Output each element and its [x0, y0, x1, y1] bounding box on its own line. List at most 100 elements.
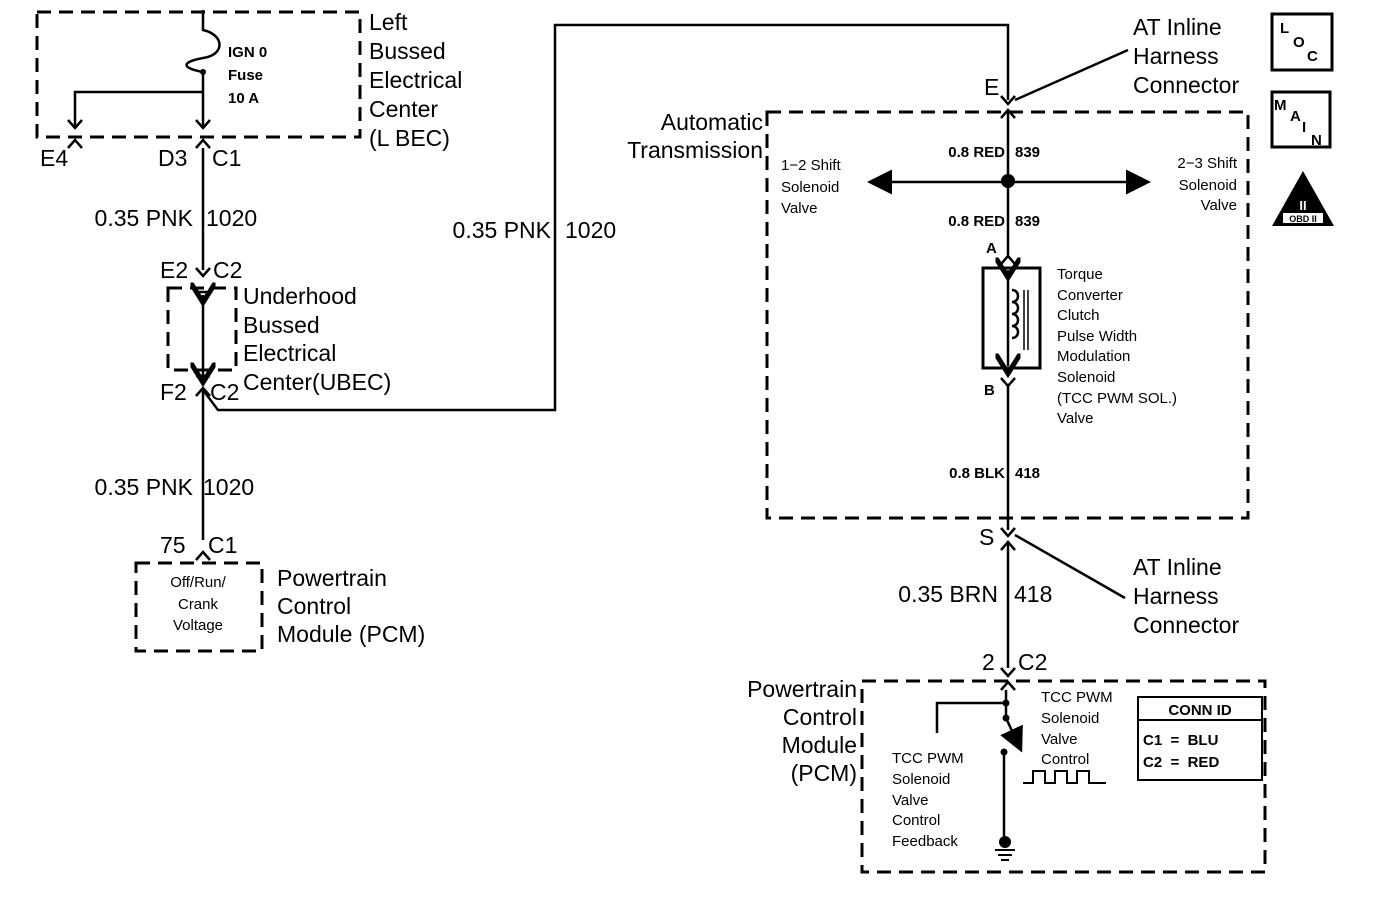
- conn-c1: C1: [212, 145, 241, 171]
- driver-switch: [935, 690, 1106, 861]
- control-label: Control: [1041, 751, 1089, 768]
- conn-id-row: C1 = BLU: [1143, 732, 1218, 749]
- conn-c2: C2: [1018, 649, 1047, 675]
- wire-gauge: 0.35 PNK: [453, 217, 552, 243]
- transmission-name: Transmission: [627, 137, 763, 163]
- wire-gauge: 0.8 BLK: [949, 465, 1005, 482]
- feedback-label: TCC PWM: [892, 750, 964, 767]
- feedback-label: Feedback: [892, 833, 958, 850]
- pcm-name: (PCM): [791, 760, 857, 786]
- wire-gauge: 0.35 BRN: [898, 581, 998, 607]
- left-bussed-electrical-center: IGN 0 Fuse 10 A Left Bussed Electrical C…: [35, 9, 462, 171]
- wire-gauge: 0.8 RED: [948, 144, 1005, 161]
- pcm-name: Powertrain: [747, 676, 857, 702]
- wire-circuit: 839: [1015, 144, 1040, 161]
- conn-c2: C2: [213, 257, 242, 283]
- wire-gauge: 0.8 RED: [948, 213, 1005, 230]
- pin-s: S: [979, 524, 994, 550]
- main-icon[interactable]: M A I N: [1270, 90, 1332, 149]
- tcc-solenoid-label: (TCC PWM SOL.): [1057, 390, 1177, 407]
- fuse-rating: 10 A: [228, 90, 259, 107]
- shift-solenoid-12-label: Valve: [781, 200, 817, 217]
- shift-solenoid-12-label: Solenoid: [781, 179, 839, 196]
- pin-e: E: [984, 74, 999, 100]
- pin-a: A: [986, 240, 997, 257]
- connector-name: Harness: [1133, 583, 1219, 609]
- fuse-label: IGN 0: [228, 44, 267, 61]
- ubec-name: Center(UBEC): [243, 369, 391, 395]
- tcc-pwm-solenoid-symbol: [981, 268, 1042, 368]
- loc-letter: O: [1293, 34, 1305, 51]
- pin-75: 75: [160, 532, 186, 558]
- automatic-transmission: Automatic Transmission 0.8 RED 839 0.8 R…: [627, 109, 1250, 530]
- loc-letter: L: [1280, 20, 1289, 37]
- conn-c1: C1: [208, 532, 237, 558]
- at-inline-connector-top: E AT Inline Harness Connector: [984, 14, 1239, 119]
- wire-circuit: 1020: [565, 217, 616, 243]
- pin-e2: E2: [160, 257, 188, 283]
- conn-id-row: C2 = RED: [1143, 754, 1219, 771]
- ubec-name: Bussed: [243, 312, 320, 338]
- pcm-name: Powertrain: [277, 565, 387, 591]
- pin-d3: D3: [158, 145, 187, 171]
- obd-ii-icon[interactable]: II OBD II: [1272, 171, 1334, 226]
- wire-gauge: 0.35 PNK: [95, 205, 194, 231]
- main-letter: I: [1302, 119, 1306, 136]
- pcm-input-label: Off/Run/: [170, 574, 226, 591]
- obd-numeral: II: [1299, 198, 1306, 213]
- obd-label: OBD II: [1289, 214, 1317, 224]
- wire-circuit: 1020: [206, 205, 257, 231]
- lbec-name: Bussed: [369, 38, 446, 64]
- tcc-solenoid-label: Valve: [1057, 410, 1093, 427]
- shift-solenoid-23-label: Solenoid: [1179, 177, 1237, 194]
- loc-icon[interactable]: L O C: [1270, 12, 1334, 72]
- pcm-name: Module: [782, 732, 857, 758]
- wire-circuit: 418: [1015, 465, 1040, 482]
- shift-solenoid-12-label: 1−2 Shift: [781, 157, 841, 174]
- pcm-name: Control: [277, 593, 351, 619]
- connector-name: AT Inline: [1133, 554, 1222, 580]
- tcc-solenoid-label: Solenoid: [1057, 369, 1115, 386]
- underhood-bussed-electrical-center: E2 C2 F2 C2 Underhood Bussed Electrical …: [160, 257, 391, 405]
- pcm-input-label: Crank: [178, 596, 219, 613]
- fuse-symbol: [185, 10, 221, 127]
- tcc-solenoid-label: Modulation: [1057, 348, 1130, 365]
- feedback-label: Solenoid: [892, 771, 950, 788]
- shift-solenoid-23-label: Valve: [1201, 197, 1237, 214]
- control-label: Valve: [1041, 731, 1077, 748]
- fuse-label: Fuse: [228, 67, 263, 84]
- pcm-ignition-input: 75 C1 Off/Run/ Crank Voltage Powertrain …: [134, 532, 425, 653]
- lbec-name: Electrical: [369, 67, 462, 93]
- control-label: Solenoid: [1041, 710, 1099, 727]
- main-letter: N: [1311, 132, 1322, 149]
- conn-id-title: CONN ID: [1168, 702, 1232, 719]
- connector-name: AT Inline: [1133, 14, 1222, 40]
- transmission-name: Automatic: [661, 109, 763, 135]
- lbec-name: Center: [369, 96, 438, 122]
- ground-icon: [999, 836, 1011, 848]
- pcm-name: Module (PCM): [277, 621, 425, 647]
- tcc-solenoid-label: Clutch: [1057, 307, 1100, 324]
- connector-name: Harness: [1133, 43, 1219, 69]
- pcm-tcc-driver: 2 C2 Powertrain Control Module (PCM) TCC…: [747, 649, 1267, 874]
- wire-gauge: 0.35 PNK: [95, 474, 194, 500]
- at-inline-connector-bottom: S AT Inline Harness Connector 0.35 BRN 4…: [898, 524, 1239, 668]
- lbec-name: (L BEC): [369, 125, 450, 151]
- feedback-label: Valve: [892, 792, 928, 809]
- main-letter: M: [1274, 97, 1287, 114]
- pcm-name: Control: [783, 704, 857, 730]
- control-label: TCC PWM: [1041, 689, 1113, 706]
- main-letter: A: [1290, 108, 1301, 125]
- wire-circuit: 1020: [203, 474, 254, 500]
- shift-solenoid-23-label: 2−3 Shift: [1177, 155, 1237, 172]
- ubec-name: Electrical: [243, 340, 336, 366]
- feedback-label: Control: [892, 812, 940, 829]
- loc-letter: C: [1307, 48, 1318, 65]
- pin-e4: E4: [40, 145, 68, 171]
- tcc-solenoid-label: Pulse Width: [1057, 328, 1137, 345]
- connector-name: Connector: [1133, 72, 1239, 98]
- wire-1020-to-transmission: [202, 23, 1010, 412]
- pin-b: B: [984, 382, 995, 399]
- tcc-solenoid-label: Torque: [1057, 266, 1103, 283]
